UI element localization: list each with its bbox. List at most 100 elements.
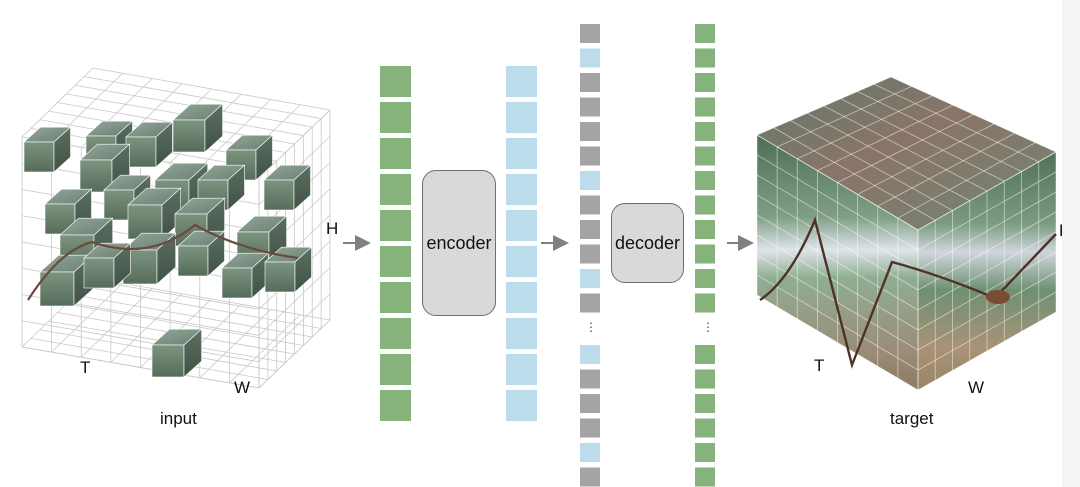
decoder-output-token <box>695 122 715 141</box>
decoder-output-token <box>695 220 715 239</box>
encoded-token <box>506 282 537 313</box>
grid-line <box>92 67 331 111</box>
visible-patch <box>264 246 313 293</box>
grid-line <box>229 314 301 384</box>
target-w-label: W <box>968 378 985 397</box>
decoder-output-token <box>695 146 715 166</box>
decoder-box: decoder <box>611 203 684 283</box>
grid-line <box>258 319 331 389</box>
grid-line <box>857 91 1022 172</box>
decoder-input-ellipsis: ⋮ <box>585 320 597 334</box>
decoder-output-token <box>695 394 715 413</box>
grid-line <box>92 277 331 321</box>
encoded-token <box>506 138 537 169</box>
grid-line <box>917 311 1057 391</box>
decoder-output-token <box>695 73 715 92</box>
decoder-input-token <box>580 293 600 313</box>
bird-trail <box>759 216 1057 369</box>
decoder-output-token <box>695 244 715 264</box>
encoded-token <box>506 354 537 385</box>
decoder-input-token <box>580 369 600 389</box>
encoded-token <box>506 102 537 133</box>
grid-line <box>756 214 919 311</box>
grid-line <box>84 76 322 119</box>
target-caption: target <box>890 409 934 428</box>
visible-patch <box>151 328 203 378</box>
decoder-input-token <box>580 443 600 462</box>
target-t-label: T <box>814 356 825 375</box>
decoder-output-token <box>695 443 715 462</box>
visible-token <box>380 246 411 277</box>
decoder-output-token <box>695 467 715 487</box>
visible-token <box>380 210 411 241</box>
decoder-input-token <box>580 394 600 413</box>
visible-patch <box>263 164 312 211</box>
decoder-output-token <box>695 48 715 68</box>
visible-patch <box>177 230 226 277</box>
grid-line <box>756 234 919 331</box>
visible-patch <box>172 103 224 153</box>
grid-line <box>917 291 1057 371</box>
bird-body <box>986 290 1010 304</box>
grid-line <box>877 132 1015 207</box>
input-h-label: H <box>326 219 339 238</box>
input-caption: input <box>160 409 197 428</box>
grid-line <box>917 271 1057 351</box>
grid-line <box>199 99 272 169</box>
encoded-token <box>506 390 537 421</box>
visible-patch <box>127 187 182 240</box>
decoder-input-token <box>580 48 600 68</box>
grid-line <box>21 320 260 363</box>
encoded-token <box>506 174 537 205</box>
grid-line <box>917 251 1057 331</box>
decoder-output-token <box>695 195 715 215</box>
decoder-input-token <box>580 467 600 487</box>
grid-line <box>258 293 331 363</box>
decoder-input-token <box>580 418 600 438</box>
encoded-token-column <box>506 66 537 421</box>
grid-line <box>890 76 1057 153</box>
decoder-input-token <box>580 244 600 264</box>
decoder-input-token <box>580 345 600 364</box>
input-cube <box>21 67 331 389</box>
target-cube <box>756 76 1057 391</box>
target-top-face <box>757 77 1056 230</box>
grid-line <box>917 231 1057 311</box>
visible-token-column <box>380 66 411 421</box>
input-w-label: W <box>234 378 251 397</box>
encoded-token <box>506 318 537 349</box>
decoder-output-token <box>695 345 715 364</box>
decoder-output-token <box>695 24 715 43</box>
grid-line <box>874 83 1039 163</box>
decoder-output-token <box>695 171 715 190</box>
visible-patch <box>23 126 72 173</box>
decoder-input-token <box>580 195 600 215</box>
decoder-label: decoder <box>614 232 681 253</box>
grid-line <box>66 303 304 346</box>
visible-token <box>380 66 411 97</box>
grid-line <box>837 114 974 183</box>
grid-line <box>199 309 272 379</box>
grid-line <box>75 294 313 338</box>
visible-token <box>380 390 411 421</box>
decoder-output-token-column <box>695 24 715 487</box>
grid-line <box>840 98 1005 182</box>
decoder-output-token <box>695 369 715 389</box>
visible-patch <box>125 121 174 168</box>
encoder-label: encoder <box>426 232 492 253</box>
decoder-input-token <box>580 269 600 288</box>
visible-token <box>380 318 411 349</box>
grid-line <box>84 286 322 329</box>
encoded-token <box>506 210 537 241</box>
decoder-input-token-column <box>580 24 600 487</box>
decoder-input-token <box>580 122 600 141</box>
visible-token <box>380 102 411 133</box>
decoder-output-token <box>695 293 715 313</box>
input-t-label: T <box>80 358 91 377</box>
grid-line <box>917 151 1057 231</box>
grid-line <box>756 294 919 391</box>
page-edge <box>1062 0 1080 487</box>
decoder-input-token <box>580 220 600 239</box>
grid-line <box>756 254 919 351</box>
grid-line <box>258 267 331 336</box>
